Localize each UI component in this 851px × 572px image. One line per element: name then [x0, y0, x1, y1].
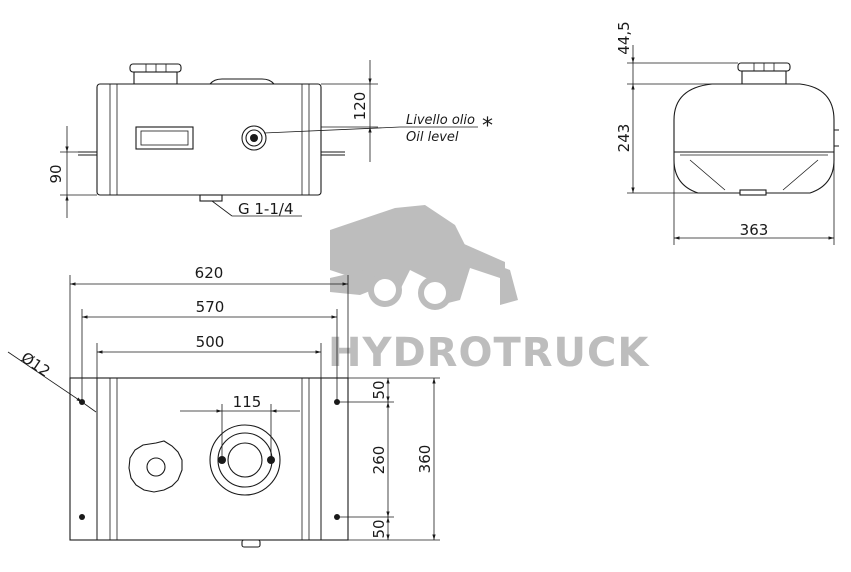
dim-hole-diameter-text: Ø12: [18, 348, 54, 380]
dim-620: [69, 275, 349, 378]
dim-260-text: 260: [370, 446, 388, 475]
dim-115-text: 115: [233, 393, 262, 411]
watermark: HYDROTRUCK: [328, 205, 650, 376]
dim-500-text: 500: [196, 333, 225, 351]
dim-50-bottom-text: 50: [370, 519, 388, 538]
dim-50-top-text: 50: [370, 380, 388, 399]
dim-hole-diameter: [7, 351, 97, 413]
oil-level-label-en: Oil level: [406, 130, 459, 145]
side-view: [673, 62, 839, 196]
dim-44-5-and-243: [627, 45, 738, 194]
dim-570-text: 570: [196, 298, 225, 316]
asterisk-mark: *: [482, 114, 493, 139]
dim-363: [673, 160, 835, 245]
front-view: [78, 63, 478, 217]
dim-570: [81, 309, 338, 402]
dim-plan-vertical: [337, 377, 440, 541]
dim-90: [60, 126, 97, 218]
dim-243-text: 243: [615, 124, 633, 153]
watermark-text: HYDROTRUCK: [328, 330, 650, 376]
dim-620-text: 620: [195, 264, 224, 282]
dim-500: [96, 343, 322, 378]
dim-115: [180, 404, 300, 460]
dim-360-text: 360: [416, 445, 434, 474]
dim-120-text: 120: [351, 92, 369, 121]
plan-view: [69, 377, 349, 548]
port-thread-label: G 1-1/4: [238, 200, 294, 218]
truck-icon: [330, 205, 518, 310]
dim-44-5-text: 44,5: [615, 21, 633, 54]
dim-90-text: 90: [47, 164, 65, 183]
dim-120: [321, 60, 378, 162]
dim-363-text: 363: [740, 221, 769, 239]
oil-level-label-it: Livello olio: [406, 113, 475, 128]
